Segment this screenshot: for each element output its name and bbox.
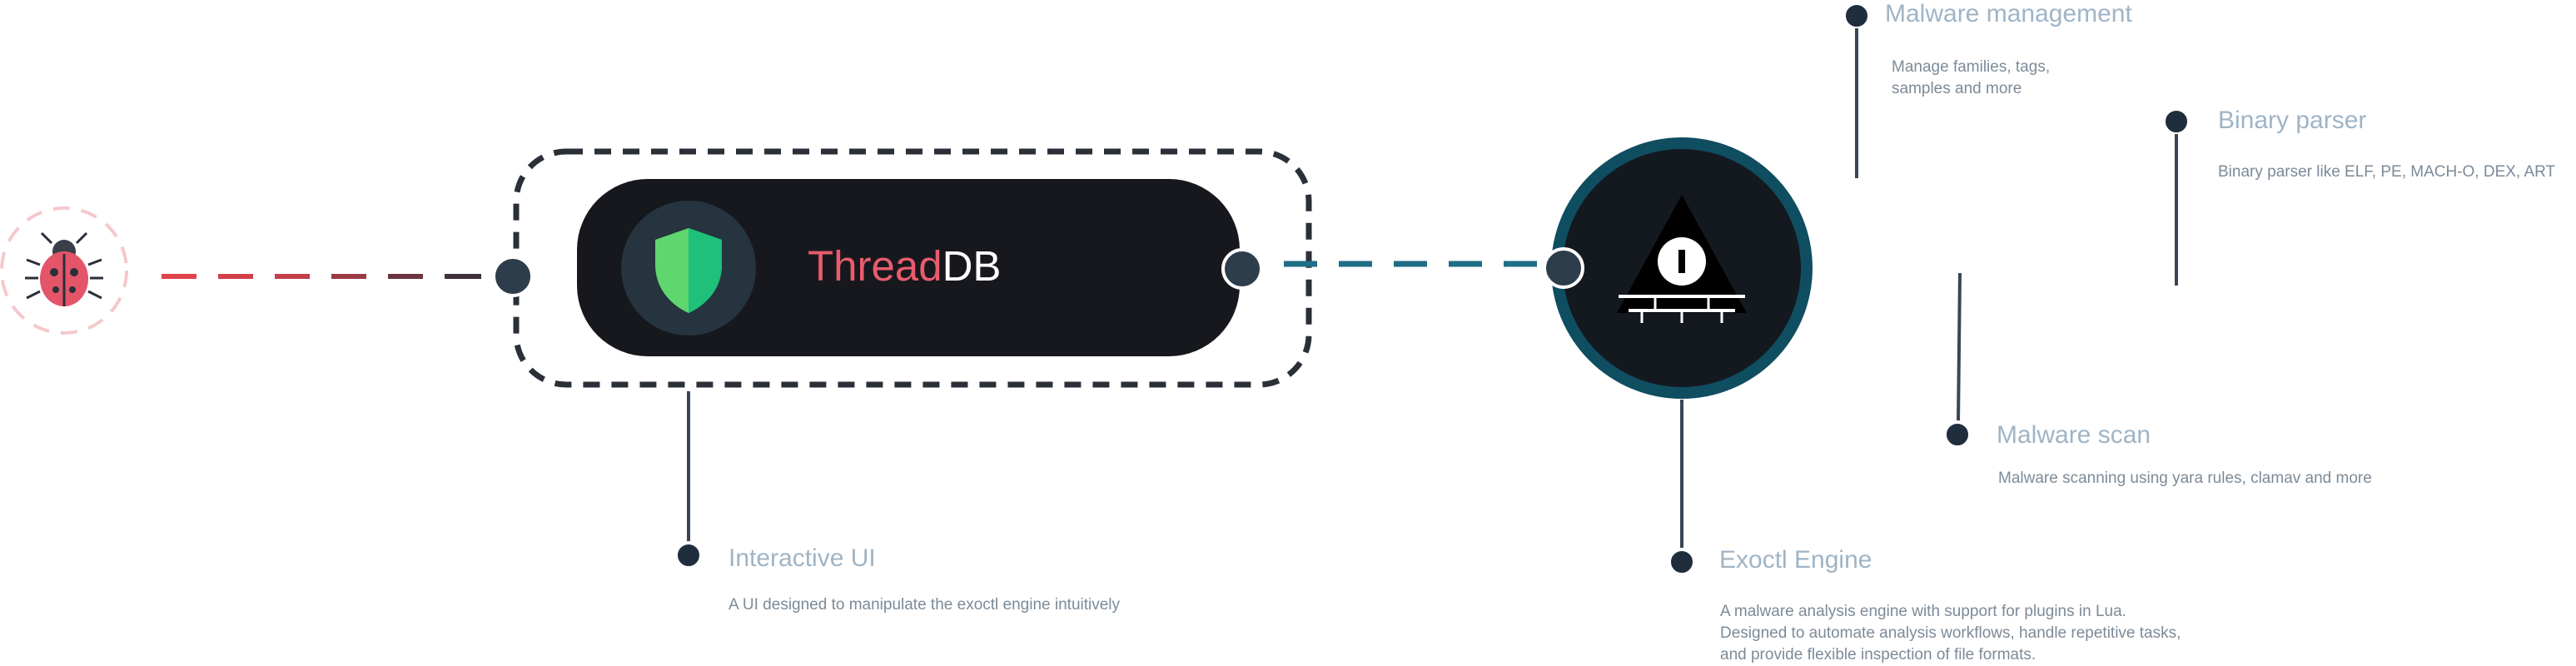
brand-part-b: DB xyxy=(942,242,1002,290)
binary-parser-desc: Binary parser like ELF, PE, MACH-O, DEX,… xyxy=(2218,163,2556,181)
malware-scan-dot xyxy=(1943,420,1972,449)
threaddb-left-port xyxy=(492,256,534,297)
malware-management-dot xyxy=(1842,2,1871,30)
threaddb-logotype: ThreadDB xyxy=(808,241,1001,291)
binary-parser-title: Binary parser xyxy=(2218,107,2367,134)
exoctl-triangle-icon xyxy=(1617,195,1747,323)
malware-management-title: Malware management xyxy=(1885,0,2132,27)
brand-part-a: Thread xyxy=(808,242,942,290)
interactive-ui-title: Interactive UI xyxy=(729,544,876,572)
malware-scan-desc: Malware scanning using yara rules, clama… xyxy=(1998,470,2372,487)
threaddb-right-port xyxy=(1221,248,1263,290)
exoctl-engine-desc-line: Designed to automate analysis workflows,… xyxy=(1720,624,2181,642)
malware-management-desc-line: Manage families, tags, xyxy=(1892,58,2051,76)
shield-icon xyxy=(621,201,756,335)
exoctl-engine-title: Exoctl Engine xyxy=(1719,546,1872,574)
bug-icon xyxy=(0,206,128,335)
engine-left-port xyxy=(1543,247,1584,289)
malware-scan-title: Malware scan xyxy=(1997,421,2151,449)
exoctl-engine-desc-line: and provide flexible inspection of file … xyxy=(1720,646,2036,664)
malware-management-desc: Manage families, tags, samples and more xyxy=(1892,57,2050,100)
malware-management-desc-line: samples and more xyxy=(1892,80,2022,97)
exoctl-engine-desc-line: A malware analysis engine with support f… xyxy=(1720,603,2126,620)
exoctl-engine-dot xyxy=(1668,548,1696,576)
threaddb-panel[interactable] xyxy=(577,179,1240,356)
binary-parser-dot xyxy=(2162,107,2191,136)
interactive-ui-desc: A UI designed to manipulate the exoctl e… xyxy=(729,596,1121,614)
interactive-ui-dot xyxy=(674,541,703,569)
exoctl-engine-desc: A malware analysis engine with support f… xyxy=(1720,601,2181,666)
